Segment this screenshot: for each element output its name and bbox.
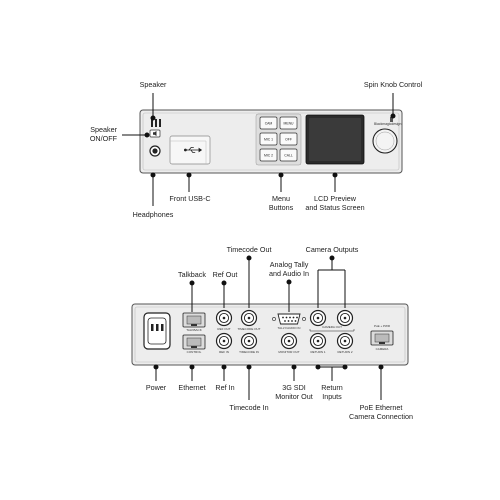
- label-sdi-monitor: 3G SDI Monitor Out: [275, 383, 313, 401]
- menu-button-label: MENU: [284, 122, 295, 126]
- port-caption: CONTROL: [187, 350, 202, 354]
- poe-camera-port: [370, 330, 394, 346]
- ethernet-port: [182, 334, 206, 350]
- menu-buttons: CAM MENU MIC 1 OFF MIC 2 CALL: [259, 116, 298, 162]
- menu-button-label: MIC 2: [264, 154, 273, 158]
- talkback-port: [182, 312, 206, 328]
- front-leaders: [122, 93, 396, 206]
- label-ethernet: Ethernet: [178, 383, 206, 392]
- front-panel: CAM MENU MIC 1 OFF MIC 2 CALL Blackmagicdesig…: [139, 109, 403, 174]
- label-poe-camera-line1: PoE Ethernet: [359, 403, 403, 412]
- power-inlet: [143, 312, 171, 350]
- port-caption: REF OUT: [217, 327, 230, 331]
- label-power: Power: [145, 383, 167, 392]
- label-lcd-line2: and Status Screen: [305, 203, 365, 212]
- label-speaker-onoff-line2: ON/OFF: [89, 134, 117, 143]
- label-lcd: LCD Preview and Status Screen: [305, 194, 364, 212]
- label-headphones: Headphones: [132, 210, 174, 219]
- speaker-icon: [153, 131, 157, 136]
- menu-button-label: CALL: [284, 154, 293, 158]
- bnc-connector: REF IN: [215, 332, 233, 354]
- label-timecode-in: Timecode In: [229, 403, 269, 412]
- label-analog-tally-line1: Analog Tally: [269, 260, 309, 269]
- menu-button-mic-1: MIC 1: [259, 132, 278, 146]
- port-caption: PoE + PWR: [374, 324, 391, 328]
- bnc-ports: REF OUT TIMECODE OUT REF IN TIMECODE IN MONI…: [215, 309, 354, 354]
- port-caption: TIMECODE IN: [239, 350, 259, 354]
- menu-button-call: CALL: [279, 148, 298, 162]
- usb-icon: [183, 147, 203, 153]
- spin-knob: [372, 128, 398, 154]
- menu-button-menu: MENU: [279, 116, 298, 130]
- label-poe-camera-line2: Camera Connection: [349, 412, 413, 421]
- label-speaker: Speaker: [139, 80, 167, 89]
- rear-leaders: [153, 255, 384, 400]
- menu-button-cam: CAM: [259, 116, 278, 130]
- bnc-connector: [336, 309, 354, 327]
- port-caption: MONITOR OUT: [278, 350, 299, 354]
- bnc-connector: [309, 309, 327, 327]
- menu-button-off: OFF: [279, 132, 298, 146]
- label-camera-outputs: Camera Outputs: [305, 245, 359, 254]
- front-panel-inner: [142, 112, 400, 171]
- bnc-connector: MONITOR OUT: [278, 332, 300, 354]
- label-sdi-monitor-line1: 3G SDI: [282, 383, 306, 392]
- port-caption: RETURN 1: [310, 350, 325, 354]
- port-caption: RETURN 2: [337, 350, 352, 354]
- tally-port: [272, 313, 306, 325]
- port-caption: REF IN: [219, 350, 229, 354]
- label-sdi-monitor-line2: Monitor Out: [275, 392, 313, 401]
- label-spin-knob: Spin Knob Control: [363, 80, 423, 89]
- port-caption: TALKBACK: [186, 328, 201, 332]
- rear-panel: REF OUT TIMECODE OUT REF IN TIMECODE IN MONI…: [131, 303, 409, 366]
- label-return-inputs: Return Inputs: [321, 383, 343, 401]
- port-caption: TALLY/AUDIO IN: [278, 326, 301, 330]
- bnc-connector: TIMECODE OUT: [238, 309, 261, 331]
- label-front-usbc: Front USB-C: [169, 194, 211, 203]
- label-analog-tally: Analog Tally and Audio In: [269, 260, 309, 278]
- label-talkback: Talkback: [178, 270, 206, 279]
- camera-out-bracket: [309, 329, 355, 332]
- label-menu-buttons-line1: Menu: [272, 194, 290, 203]
- rear-panel-body: [131, 303, 409, 366]
- bnc-connector: RETURN 1: [309, 332, 327, 354]
- label-speaker-onoff: Speaker ON/OFF: [90, 125, 117, 143]
- label-return-inputs-line1: Return: [321, 383, 343, 392]
- bnc-connector: REF OUT: [215, 309, 233, 331]
- port-caption: TIMECODE OUT: [238, 327, 261, 331]
- menu-button-label: CAM: [265, 122, 273, 126]
- speaker-grille: [151, 119, 161, 127]
- bnc-connector: TIMECODE IN: [239, 332, 259, 354]
- menu-button-mic-2: MIC 2: [259, 148, 278, 162]
- label-timecode-out: Timecode Out: [226, 245, 272, 254]
- label-lcd-line1: LCD Preview: [314, 194, 356, 203]
- label-speaker-onoff-line1: Speaker: [90, 125, 117, 134]
- menu-button-label: OFF: [285, 138, 292, 142]
- menu-button-label: MIC 1: [264, 138, 273, 142]
- label-return-inputs-line2: Inputs: [322, 392, 342, 401]
- bnc-connector: RETURN 2: [336, 332, 354, 354]
- label-menu-buttons-line2: Buttons: [268, 203, 294, 212]
- label-analog-tally-line2: and Audio In: [269, 269, 309, 278]
- label-poe-camera: PoE Ethernet Camera Connection: [349, 403, 413, 421]
- label-ref-out: Ref Out: [212, 270, 238, 279]
- label-ref-in: Ref In: [215, 383, 235, 392]
- brand-logo: Blackmagicdesign: [374, 122, 401, 126]
- port-caption: CAMERA: [376, 347, 389, 351]
- label-menu-buttons: Menu Buttons: [269, 194, 293, 212]
- port-caption: CAMERA OUT: [322, 325, 342, 329]
